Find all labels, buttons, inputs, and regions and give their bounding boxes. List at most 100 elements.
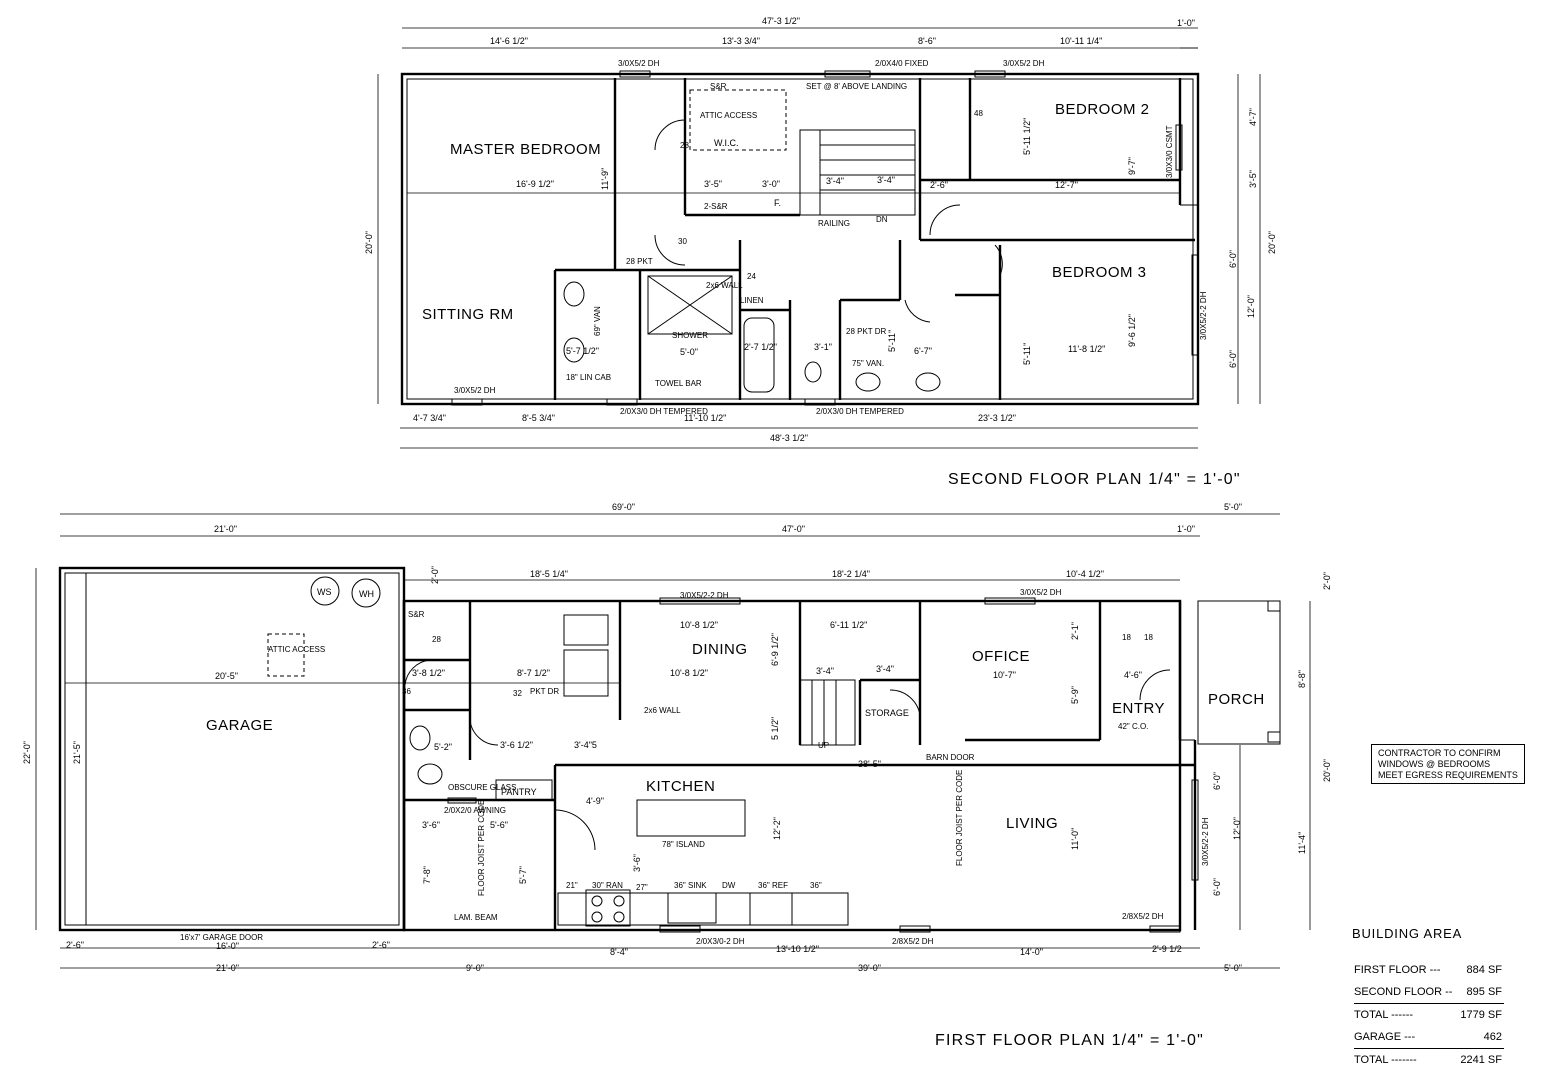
dim-top-5: 1'-0" — [1177, 18, 1195, 28]
dim-bottom: 5'-0" — [1224, 963, 1242, 973]
dim-interior: 3'-1" — [814, 342, 832, 352]
dim-interior: 3'-6" — [632, 854, 642, 872]
area-row-first-floor: FIRST FLOOR --- 884 SF — [1348, 959, 1538, 981]
dim-interior: 5'-2" — [434, 742, 452, 752]
dim-bottom: 14'-0" — [1020, 947, 1043, 957]
dim-interior: 5'-6" — [490, 820, 508, 830]
room-label-pantry: PANTRY — [501, 787, 537, 797]
window-label: 3/0X5/2 DH — [1003, 59, 1045, 68]
dim-bottom: 13'-10 1/2" — [776, 944, 819, 954]
door-tag: 48 — [974, 109, 983, 118]
dim-interior: 2'-6" — [930, 180, 948, 190]
dim-bottom: 9'-0" — [466, 963, 484, 973]
dim-right-3: 20'-0" — [1267, 231, 1277, 254]
floor-joist-note: FLOOR JOIST PER CODE — [955, 770, 964, 866]
dim-interior: 3'-4" — [877, 175, 895, 185]
beam-label: LAM. BEAM — [454, 913, 498, 922]
water-softener-label: WS — [317, 587, 332, 597]
dim-side: 22'-0" — [22, 741, 32, 764]
dim-interior: 5'-11 1/2" — [1022, 118, 1032, 155]
dim-bottom-overall: 48'-3 1/2" — [770, 433, 808, 443]
dim-interior: 5'-0" — [680, 347, 698, 357]
room-label-storage: STORAGE — [865, 708, 909, 718]
water-heater-label: WH — [359, 589, 374, 599]
garage-door-label: 16'x7' GARAGE DOOR — [180, 933, 263, 942]
appliance-dim: 27" — [636, 883, 648, 892]
attic-access-label: ATTIC ACCESS — [700, 111, 757, 120]
dim-top: 5'-0" — [1224, 502, 1242, 512]
dim-interior: 38'-5" — [858, 759, 881, 769]
island-label: 78" ISLAND — [662, 840, 705, 849]
building-area-heading: BUILDING AREA — [1352, 926, 1463, 941]
area-row-grand-total: TOTAL ------- 2241 SF — [1348, 1049, 1538, 1071]
door-tag: 30 — [678, 237, 687, 246]
room-label-garage: GARAGE — [206, 717, 273, 734]
sink-label: 36" SINK — [674, 881, 707, 890]
appliance-dim: 36" — [810, 881, 822, 890]
range-label: 30" RAN — [592, 881, 623, 890]
wall-note: 2x6 WALL — [706, 281, 743, 290]
egress-note: CONTRACTOR TO CONFIRM WINDOWS @ BEDROOMS… — [1371, 744, 1525, 784]
dim-interior: 16'-9 1/2" — [516, 179, 554, 189]
dim-bottom-3: 11'-10 1/2" — [684, 413, 726, 423]
dim-interior: 3'-4" — [876, 664, 894, 674]
window-label: 2/0X3/0 DH TEMPERED — [816, 407, 904, 416]
window-label: 3/0X5/2 DH — [1020, 588, 1062, 597]
dim-interior: 8'-7 1/2" — [517, 668, 550, 678]
area-label: TOTAL ------- — [1354, 1054, 1417, 1066]
area-value: 884 SF — [1466, 964, 1502, 976]
dim-interior: 11'-8 1/2" — [1068, 344, 1105, 354]
dim-top: 18'-5 1/4" — [530, 569, 568, 579]
label-railing: RAILING — [818, 219, 850, 228]
window-label: 3/0X5/2 DH — [618, 59, 660, 68]
cabinet-label: 18" LIN CAB — [566, 373, 611, 382]
shelf-rod-label: 2-S&R — [704, 202, 728, 211]
dim-top-1: 14'-6 1/2" — [490, 36, 528, 46]
dim-interior: 5'-11" — [1022, 343, 1032, 365]
dim-interior: 6'-9 1/2" — [770, 633, 780, 666]
label-f: F. — [774, 198, 781, 208]
dim-interior: 3'-4" — [816, 666, 834, 676]
window-label: 3/0X5/2-2 DH — [1201, 817, 1210, 866]
dim-side: 6'-0" — [1212, 772, 1222, 790]
stair-note: SET @ 8' ABOVE LANDING — [806, 82, 907, 91]
appliance-dim: 21" — [566, 881, 578, 890]
window-label: 2/8X5/2 DH — [892, 937, 934, 946]
dim-interior: 5'-7" — [518, 866, 528, 884]
room-label-linen: LINEN — [740, 296, 764, 305]
vanity-label: 75" VAN. — [852, 359, 884, 368]
dim-right-4: 6'-0" — [1228, 250, 1238, 268]
dim-top-overall: 47'-3 1/2" — [762, 16, 800, 26]
dim-interior: 10'-8 1/2" — [680, 620, 718, 630]
dim-interior: 10'-8 1/2" — [670, 668, 708, 678]
label-up: UP — [818, 741, 829, 750]
dim-bottom-2: 8'-5 3/4" — [522, 413, 555, 423]
first-floor-notes: WS WH ATTIC ACCESS S&R 28 36 32 PKT DR 2… — [180, 587, 1210, 946]
room-label-bedroom-3: BEDROOM 3 — [1052, 264, 1147, 281]
dim-interior: 3'-4"5 — [574, 740, 597, 750]
second-floor-plan: MASTER BEDROOM SITTING RM BEDROOM 2 BEDR… — [364, 16, 1277, 488]
dim-interior: 3'-0" — [762, 179, 780, 189]
dim-interior: 12'-7" — [1055, 180, 1078, 190]
dim-side: 2'-0" — [1322, 572, 1332, 590]
dim-interior: 10'-7" — [993, 670, 1016, 680]
dim-interior: 3'-6" — [422, 820, 440, 830]
door-tag: 28 — [680, 141, 689, 150]
dim-interior: 11'-0" — [1070, 828, 1080, 850]
window-label: 3/0X5/2-2 DH — [680, 591, 729, 600]
dim-interior: 9'-7" — [1127, 157, 1137, 175]
door-tag: 18 — [1122, 633, 1131, 642]
dim-interior: 4'-6" — [1124, 670, 1142, 680]
dim-top: 21'-0" — [214, 524, 237, 534]
dim-right-6: 6'-0" — [1228, 350, 1238, 368]
shelf-rod-label: S&R — [408, 610, 425, 619]
dim-bottom: 39'-0" — [858, 963, 881, 973]
dim-interior: 4'-9" — [586, 796, 604, 806]
door-tag: 36 — [402, 687, 411, 696]
area-row-second-floor: SECOND FLOOR -- 895 SF — [1348, 981, 1538, 1003]
shelf-rod-label: S&R — [710, 82, 727, 91]
window-label: 2/0X2/0 AWNING — [444, 806, 506, 815]
room-label-living: LIVING — [1006, 815, 1058, 832]
dim-top-3: 8'-6" — [918, 36, 936, 46]
area-label: SECOND FLOOR -- — [1354, 986, 1453, 998]
